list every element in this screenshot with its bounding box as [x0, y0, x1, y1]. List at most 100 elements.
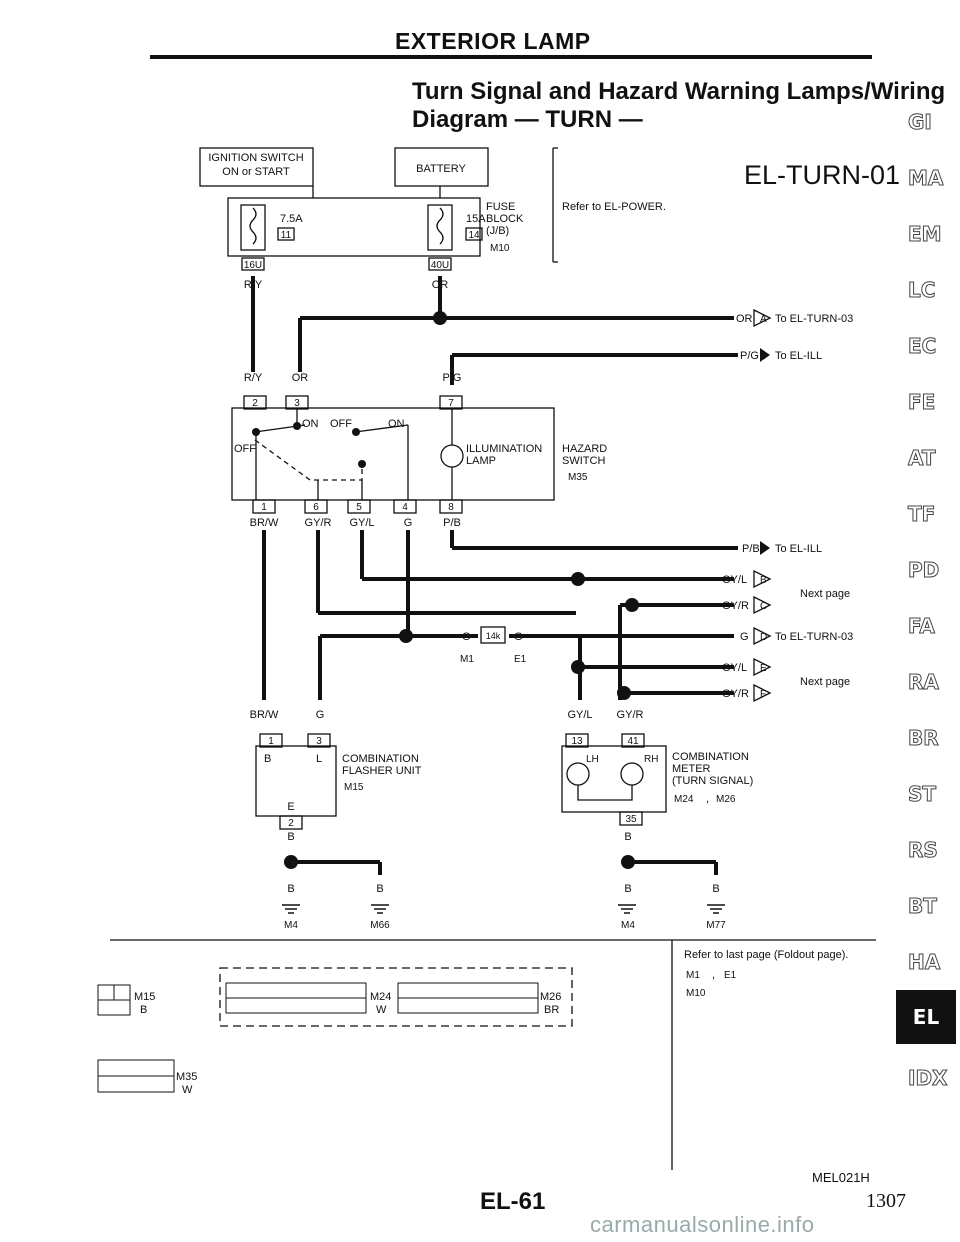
meter-pin-13: 13	[571, 736, 583, 747]
diagram-code: EL-TURN-01	[744, 160, 901, 190]
tab-ra[interactable]: RA	[908, 670, 940, 695]
refer-m1: M1	[686, 970, 700, 981]
tab-br[interactable]: BR	[908, 726, 940, 751]
ignition-switch-box	[199, 147, 314, 187]
tab-idx[interactable]: IDX	[907, 1066, 948, 1091]
meter-lh: LH	[586, 754, 599, 765]
tab-pd[interactable]: PD	[907, 558, 940, 583]
illumination-lamp-label: ILLUMINATION	[466, 443, 542, 455]
page-number: 1307	[866, 1190, 906, 1212]
tab-bt[interactable]: BT	[908, 894, 938, 919]
hazard-switch-sub: SWITCH	[562, 455, 605, 467]
tab-el-active[interactable]: EL	[896, 990, 956, 1044]
wire-gyr-f: GY/R	[722, 688, 749, 700]
connector-16u: 16U	[244, 260, 262, 271]
fuse2-amp: 15A	[466, 213, 486, 225]
meter-pin-35: 35	[625, 814, 637, 825]
wire-pb-right: P/B	[742, 543, 760, 555]
wire-g-right: G	[514, 631, 523, 643]
face-m35: M35	[176, 1071, 197, 1083]
m15-connector: M15	[344, 782, 364, 793]
flasher-label: COMBINATION	[342, 753, 419, 765]
face-m15-color: B	[140, 1004, 147, 1016]
connector-a: A	[760, 314, 767, 325]
to-ill-2: To EL-ILL	[775, 543, 822, 555]
wire-b-g3: B	[624, 883, 631, 895]
next-page-bc: Next page	[800, 588, 850, 600]
connector-c: C	[760, 601, 767, 612]
meter-label-3: (TURN SIGNAL)	[672, 775, 753, 787]
to-ill-1: To EL-ILL	[775, 350, 822, 362]
wire-pg: P/G	[443, 372, 462, 384]
ground-m66: M66	[370, 920, 390, 931]
tab-tf[interactable]: TF	[907, 502, 936, 527]
flasher-pin-3: 3	[316, 736, 322, 747]
face-m24-color: W	[376, 1004, 387, 1016]
wire-gyl-low: GY/L	[567, 709, 592, 721]
wire-gyr: GY/R	[305, 517, 332, 529]
fuse-block-label: FUSE	[486, 201, 515, 213]
title-line-2: Diagram — TURN —	[412, 106, 643, 133]
m1-connector: M1	[460, 654, 474, 665]
wire-gyl-b: GY/L	[722, 574, 747, 586]
wire-brw-low: BR/W	[250, 709, 279, 721]
hazard-switch-box	[231, 407, 555, 501]
ground-m4-right: M4	[621, 920, 635, 931]
fuse-block-label-3: (J/B)	[486, 225, 509, 237]
tab-fe[interactable]: FE	[907, 390, 936, 415]
tab-gi[interactable]: GI	[908, 110, 933, 135]
header-rule	[150, 55, 872, 59]
tab-fa[interactable]: FA	[908, 614, 936, 639]
tab-at[interactable]: AT	[908, 446, 937, 471]
to-turn03-a: To EL-TURN-03	[775, 313, 853, 325]
tab-st[interactable]: ST	[907, 782, 937, 807]
flasher-pin-l: L	[316, 753, 322, 765]
refer-m10: M10	[686, 988, 706, 999]
pin-4: 4	[402, 502, 408, 513]
title-line-1: Turn Signal and Hazard Warning Lamps/Wir…	[412, 78, 946, 105]
tab-lc[interactable]: LC	[907, 278, 936, 303]
wire-gyr-low: GY/R	[617, 709, 644, 721]
hazard-switch-label: HAZARD	[562, 443, 607, 455]
wire-ry-top: R/Y	[244, 279, 263, 291]
switch-on-right: ON	[388, 418, 405, 430]
meter-label-2: METER	[672, 763, 711, 775]
fuse1-amp: 7.5A	[280, 213, 303, 225]
m35-connector: M35	[568, 472, 588, 483]
fuse2-number: 14	[468, 230, 480, 241]
battery-label: BATTERY	[416, 163, 466, 175]
m26-connector: M26	[716, 794, 736, 805]
tab-ma[interactable]: MA	[907, 166, 944, 191]
wire-b-flasher: B	[287, 831, 294, 843]
tab-rs[interactable]: RS	[908, 838, 939, 863]
tab-ec[interactable]: EC	[907, 334, 937, 359]
wire-g-d: G	[740, 631, 749, 643]
pin-7: 7	[448, 398, 454, 409]
section-header: EXTERIOR LAMP	[395, 28, 591, 54]
fuse-block-outline	[227, 197, 481, 257]
page-title: Turn Signal and Hazard Warning Lamps/Wir…	[412, 78, 945, 134]
fuse1-number: 11	[281, 230, 292, 241]
flasher-pin-2: 2	[288, 818, 294, 829]
wire-gyr-c: GY/R	[722, 600, 749, 612]
drawing-code: MEL021H	[812, 1170, 870, 1185]
pin-3: 3	[294, 398, 300, 409]
tab-ha[interactable]: HA	[907, 950, 941, 975]
wire-g-low: G	[316, 709, 325, 721]
tab-em[interactable]: EM	[908, 222, 943, 247]
meter-comma: ,	[706, 793, 709, 805]
flasher-label-2: FLASHER UNIT	[342, 765, 422, 777]
wire-brw: BR/W	[250, 517, 279, 529]
fuse-7-5a	[240, 204, 266, 251]
face-m35-color: W	[182, 1084, 193, 1096]
ignition-switch-sub: ON or START	[222, 166, 290, 178]
connector-40u: 40U	[431, 260, 449, 271]
m10-connector: M10	[490, 243, 510, 254]
connector-f: F	[760, 689, 766, 700]
wire-g-left: G	[462, 631, 471, 643]
ground-m4-left: M4	[284, 920, 298, 931]
face-m24: M24	[370, 991, 391, 1003]
connector-14k: 14k	[486, 631, 501, 641]
to-turn03-d: To EL-TURN-03	[775, 631, 853, 643]
